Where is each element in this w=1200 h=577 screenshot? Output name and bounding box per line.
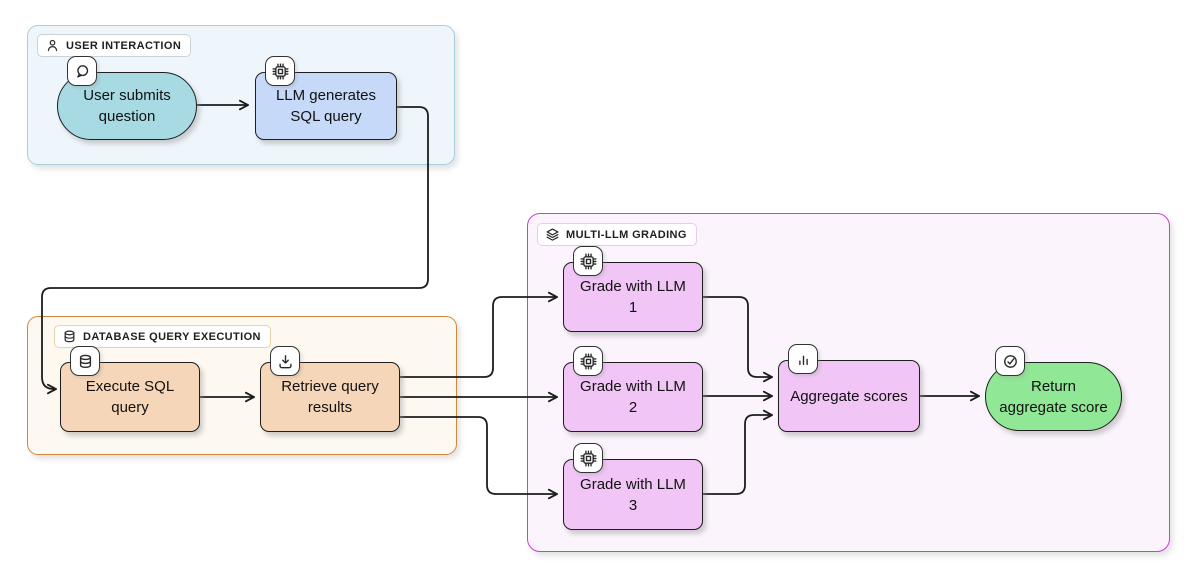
chip-icon — [573, 346, 603, 376]
check-circle-icon — [995, 346, 1025, 376]
node-label-line: Grade with LLM — [580, 475, 686, 493]
group-label-text: USER INTERACTION — [66, 39, 182, 52]
bar-chart-icon — [788, 344, 818, 374]
group-label-database-query-execution: DATABASE QUERY EXECUTION — [54, 325, 271, 348]
group-label-multi-llm-grading: MULTI-LLM GRADING — [537, 223, 697, 246]
chip-icon — [573, 246, 603, 276]
node-retrieve-query-results: Retrieve query results — [260, 346, 400, 432]
node-label-line: Grade with LLM — [580, 278, 686, 295]
download-icon — [270, 346, 300, 376]
node-return-aggregate-score: Return aggregate score — [985, 346, 1122, 431]
node-grade-with-llm-2: Grade with LLM 2 — [563, 346, 703, 432]
edge-retrieve-results-to-grade-llm-1 — [399, 291, 558, 378]
node-label-line: 2 — [628, 399, 638, 416]
node-label-line: results — [307, 399, 353, 416]
group-label-text: MULTI-LLM GRADING — [566, 228, 687, 241]
node-label-line: question — [98, 108, 156, 125]
node-label-line: SQL query — [290, 108, 362, 125]
layers-icon — [546, 228, 559, 241]
node-llm-generates-sql-query: LLM generates SQL query — [255, 56, 397, 140]
chip-icon — [265, 56, 295, 86]
edge-retrieve-results-to-grade-llm-3 — [399, 416, 558, 500]
node-grade-with-llm-1: Grade with LLM 1 — [563, 246, 703, 332]
database-icon — [64, 330, 75, 343]
node-label-line: Aggregate scores — [790, 387, 908, 405]
chat-bubble-icon — [67, 56, 97, 86]
node-label-line: aggregate score — [999, 398, 1108, 416]
node-label-line: Return — [1030, 377, 1077, 395]
node-user-submits-question: User submits question — [57, 56, 197, 140]
group-label-text: DATABASE QUERY EXECUTION — [83, 330, 261, 343]
node-label-line: LLM generates — [275, 87, 377, 104]
node-grade-with-llm-3: Grade with LLM 3 — [563, 443, 703, 530]
database-icon — [70, 346, 100, 376]
node-execute-sql-query: Execute SQL query — [60, 346, 200, 432]
edge-llm-generates-to-execute-sql — [41, 106, 429, 395]
node-label-line: User submits — [83, 87, 171, 104]
group-label-user-interaction: USER INTERACTION — [37, 34, 192, 57]
node-label-line: Retrieve query — [281, 378, 379, 395]
node-label-line: Grade with LLM — [580, 378, 686, 395]
edge-grade-llm-3-to-aggregate — [702, 409, 773, 495]
edge-grade-llm-1-to-aggregate — [702, 296, 773, 383]
node-label-line: 3 — [628, 496, 638, 514]
user-icon — [47, 39, 58, 52]
node-label-line: query — [111, 399, 149, 416]
node-label-line: 1 — [628, 299, 638, 316]
node-label-line: Execute SQL — [85, 378, 175, 395]
chip-icon — [573, 443, 603, 473]
node-aggregate-scores: Aggregate scores — [778, 344, 920, 432]
